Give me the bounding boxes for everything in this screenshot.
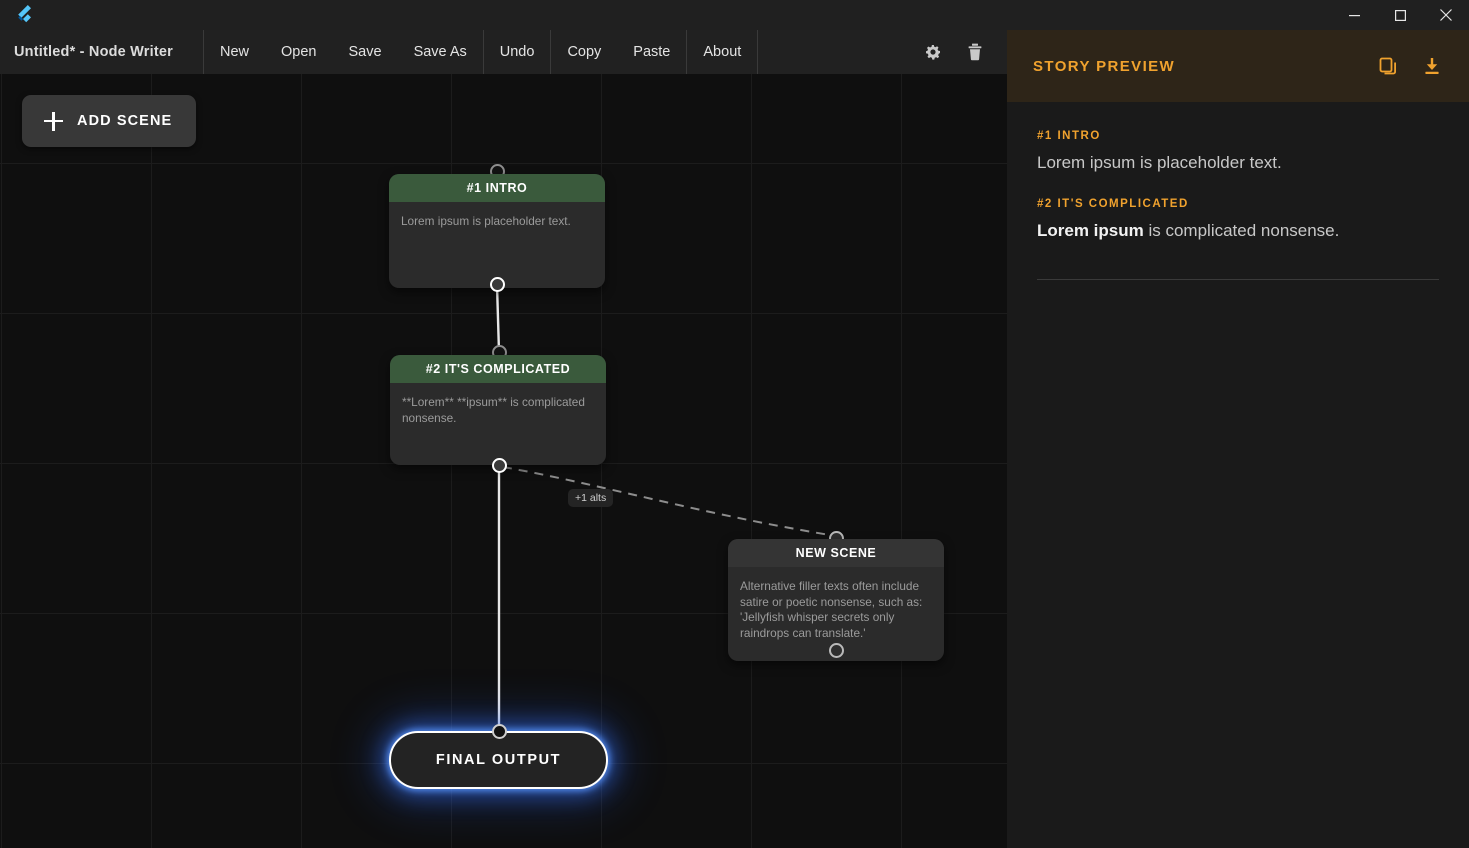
scene-node-body[interactable]: Alternative filler texts often include s… xyxy=(728,567,944,641)
menu-save[interactable]: Save xyxy=(333,30,398,74)
scene-node-title: NEW SCENE xyxy=(728,539,944,567)
menu-save-as[interactable]: Save As xyxy=(398,30,483,74)
node-output-port-n1[interactable] xyxy=(490,277,505,292)
final-output-label: FINAL OUTPUT xyxy=(436,752,561,768)
trash-icon[interactable] xyxy=(965,42,985,62)
add-scene-button[interactable]: ADD SCENE xyxy=(22,95,196,147)
story-preview-title: STORY PREVIEW xyxy=(1033,58,1377,75)
toolbar-group-clipboard: Copy Paste xyxy=(551,30,687,74)
flutter-logo-icon xyxy=(0,0,46,30)
scene-node-title: #1 INTRO xyxy=(389,174,605,202)
preview-entry-text: Lorem ipsum is complicated nonsense. xyxy=(1037,219,1439,243)
close-icon[interactable] xyxy=(1423,0,1469,30)
document-title: Untitled* - Node Writer xyxy=(0,30,204,74)
final-output-node[interactable]: FINAL OUTPUT xyxy=(389,731,608,789)
scene-node-body[interactable]: Lorem ipsum is placeholder text. xyxy=(389,202,605,230)
scene-node-title: #2 IT'S COMPLICATED xyxy=(390,355,606,383)
title-bar xyxy=(0,0,1469,30)
plus-icon xyxy=(44,112,63,131)
story-preview-body: #1 INTRO Lorem ipsum is placeholder text… xyxy=(1007,102,1469,280)
preview-entry-label: #1 INTRO xyxy=(1037,130,1439,142)
toolbar-group-file: New Open Save Save As xyxy=(204,30,484,74)
menu-copy[interactable]: Copy xyxy=(551,30,617,74)
preview-entry: #2 IT'S COMPLICATED Lorem ipsum is compl… xyxy=(1037,198,1439,243)
story-preview-actions xyxy=(1377,55,1443,77)
toolbar-icon-group xyxy=(758,30,1007,74)
download-icon[interactable] xyxy=(1421,55,1443,77)
toolbar-group-help: About xyxy=(687,30,758,74)
preview-entry-gap xyxy=(1037,175,1439,198)
preview-entry-rest: is complicated nonsense. xyxy=(1144,221,1340,240)
scene-node-n2[interactable]: #2 IT'S COMPLICATED **Lorem** **ipsum** … xyxy=(390,355,606,465)
preview-entry-rest: Lorem ipsum is placeholder text. xyxy=(1037,153,1282,172)
menu-open[interactable]: Open xyxy=(265,30,332,74)
gear-icon[interactable] xyxy=(923,42,943,62)
preview-entry-label: #2 IT'S COMPLICATED xyxy=(1037,198,1439,210)
minimize-icon[interactable] xyxy=(1331,0,1377,30)
maximize-icon[interactable] xyxy=(1377,0,1423,30)
scene-node-n1[interactable]: #1 INTRO Lorem ipsum is placeholder text… xyxy=(389,174,605,288)
scene-node-body[interactable]: **Lorem** **ipsum** is complicated nonse… xyxy=(390,383,606,426)
preview-entry: #1 INTRO Lorem ipsum is placeholder text… xyxy=(1037,130,1439,175)
final-output-input-port[interactable] xyxy=(492,724,507,739)
menu-paste[interactable]: Paste xyxy=(617,30,686,74)
preview-entry-bold: Lorem ipsum xyxy=(1037,221,1144,240)
menu-undo[interactable]: Undo xyxy=(484,30,551,74)
toolbar-group-history: Undo xyxy=(484,30,552,74)
copy-icon[interactable] xyxy=(1377,55,1399,77)
node-output-port-n3[interactable] xyxy=(829,643,844,658)
add-scene-label: ADD SCENE xyxy=(77,113,172,129)
alt-edge-badge[interactable]: +1 alts xyxy=(568,489,613,507)
story-preview-header: STORY PREVIEW xyxy=(1007,30,1469,102)
node-output-port-n2[interactable] xyxy=(492,458,507,473)
preview-entry-text: Lorem ipsum is placeholder text. xyxy=(1037,151,1439,175)
menu-new[interactable]: New xyxy=(204,30,265,74)
story-preview-panel: STORY PREVIEW #1 xyxy=(1007,30,1469,848)
main-toolbar: Untitled* - Node Writer New Open Save Sa… xyxy=(0,30,1007,74)
preview-divider xyxy=(1037,279,1439,280)
menu-about[interactable]: About xyxy=(687,30,757,74)
node-canvas[interactable]: ADD SCENE #1 INTRO Lorem ipsum is placeh… xyxy=(0,74,1007,848)
